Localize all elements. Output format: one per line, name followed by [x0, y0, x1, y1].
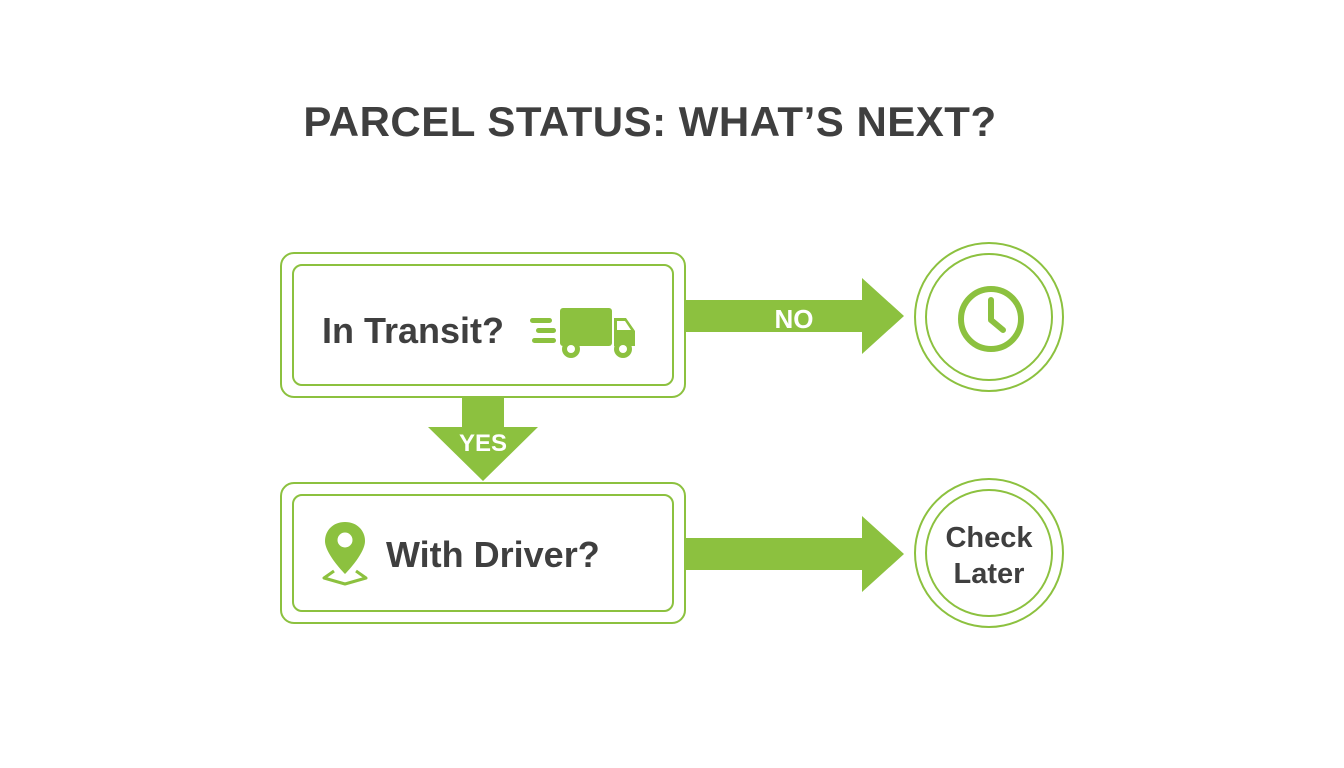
no-arrow — [686, 278, 904, 354]
yes-arrow-label: YES — [458, 430, 508, 457]
yes-arrow — [428, 397, 538, 481]
check-later-node-ring — [925, 489, 1053, 617]
with-driver-node: With Driver? — [280, 482, 686, 624]
with-driver-node-inner-border — [292, 494, 674, 612]
in-transit-node-inner-border — [292, 264, 674, 386]
location-pin-icon — [322, 522, 368, 586]
check-later-line2: Later — [953, 558, 1025, 590]
wait-node — [914, 242, 1064, 392]
with-driver-label: With Driver? — [386, 534, 600, 575]
clock-icon — [958, 286, 1024, 352]
in-transit-node: In Transit? — [280, 252, 686, 398]
check-later-line1: Check — [945, 522, 1033, 554]
no-arrow-label: NO — [774, 304, 814, 334]
driver-arrow — [686, 516, 904, 592]
check-later-node: Check Later — [914, 478, 1064, 628]
diagram-title: PARCEL STATUS: WHAT’S NEXT? — [303, 98, 997, 145]
wait-node-ring — [925, 253, 1053, 381]
delivery-truck-icon — [530, 308, 635, 358]
in-transit-label: In Transit? — [322, 310, 505, 351]
